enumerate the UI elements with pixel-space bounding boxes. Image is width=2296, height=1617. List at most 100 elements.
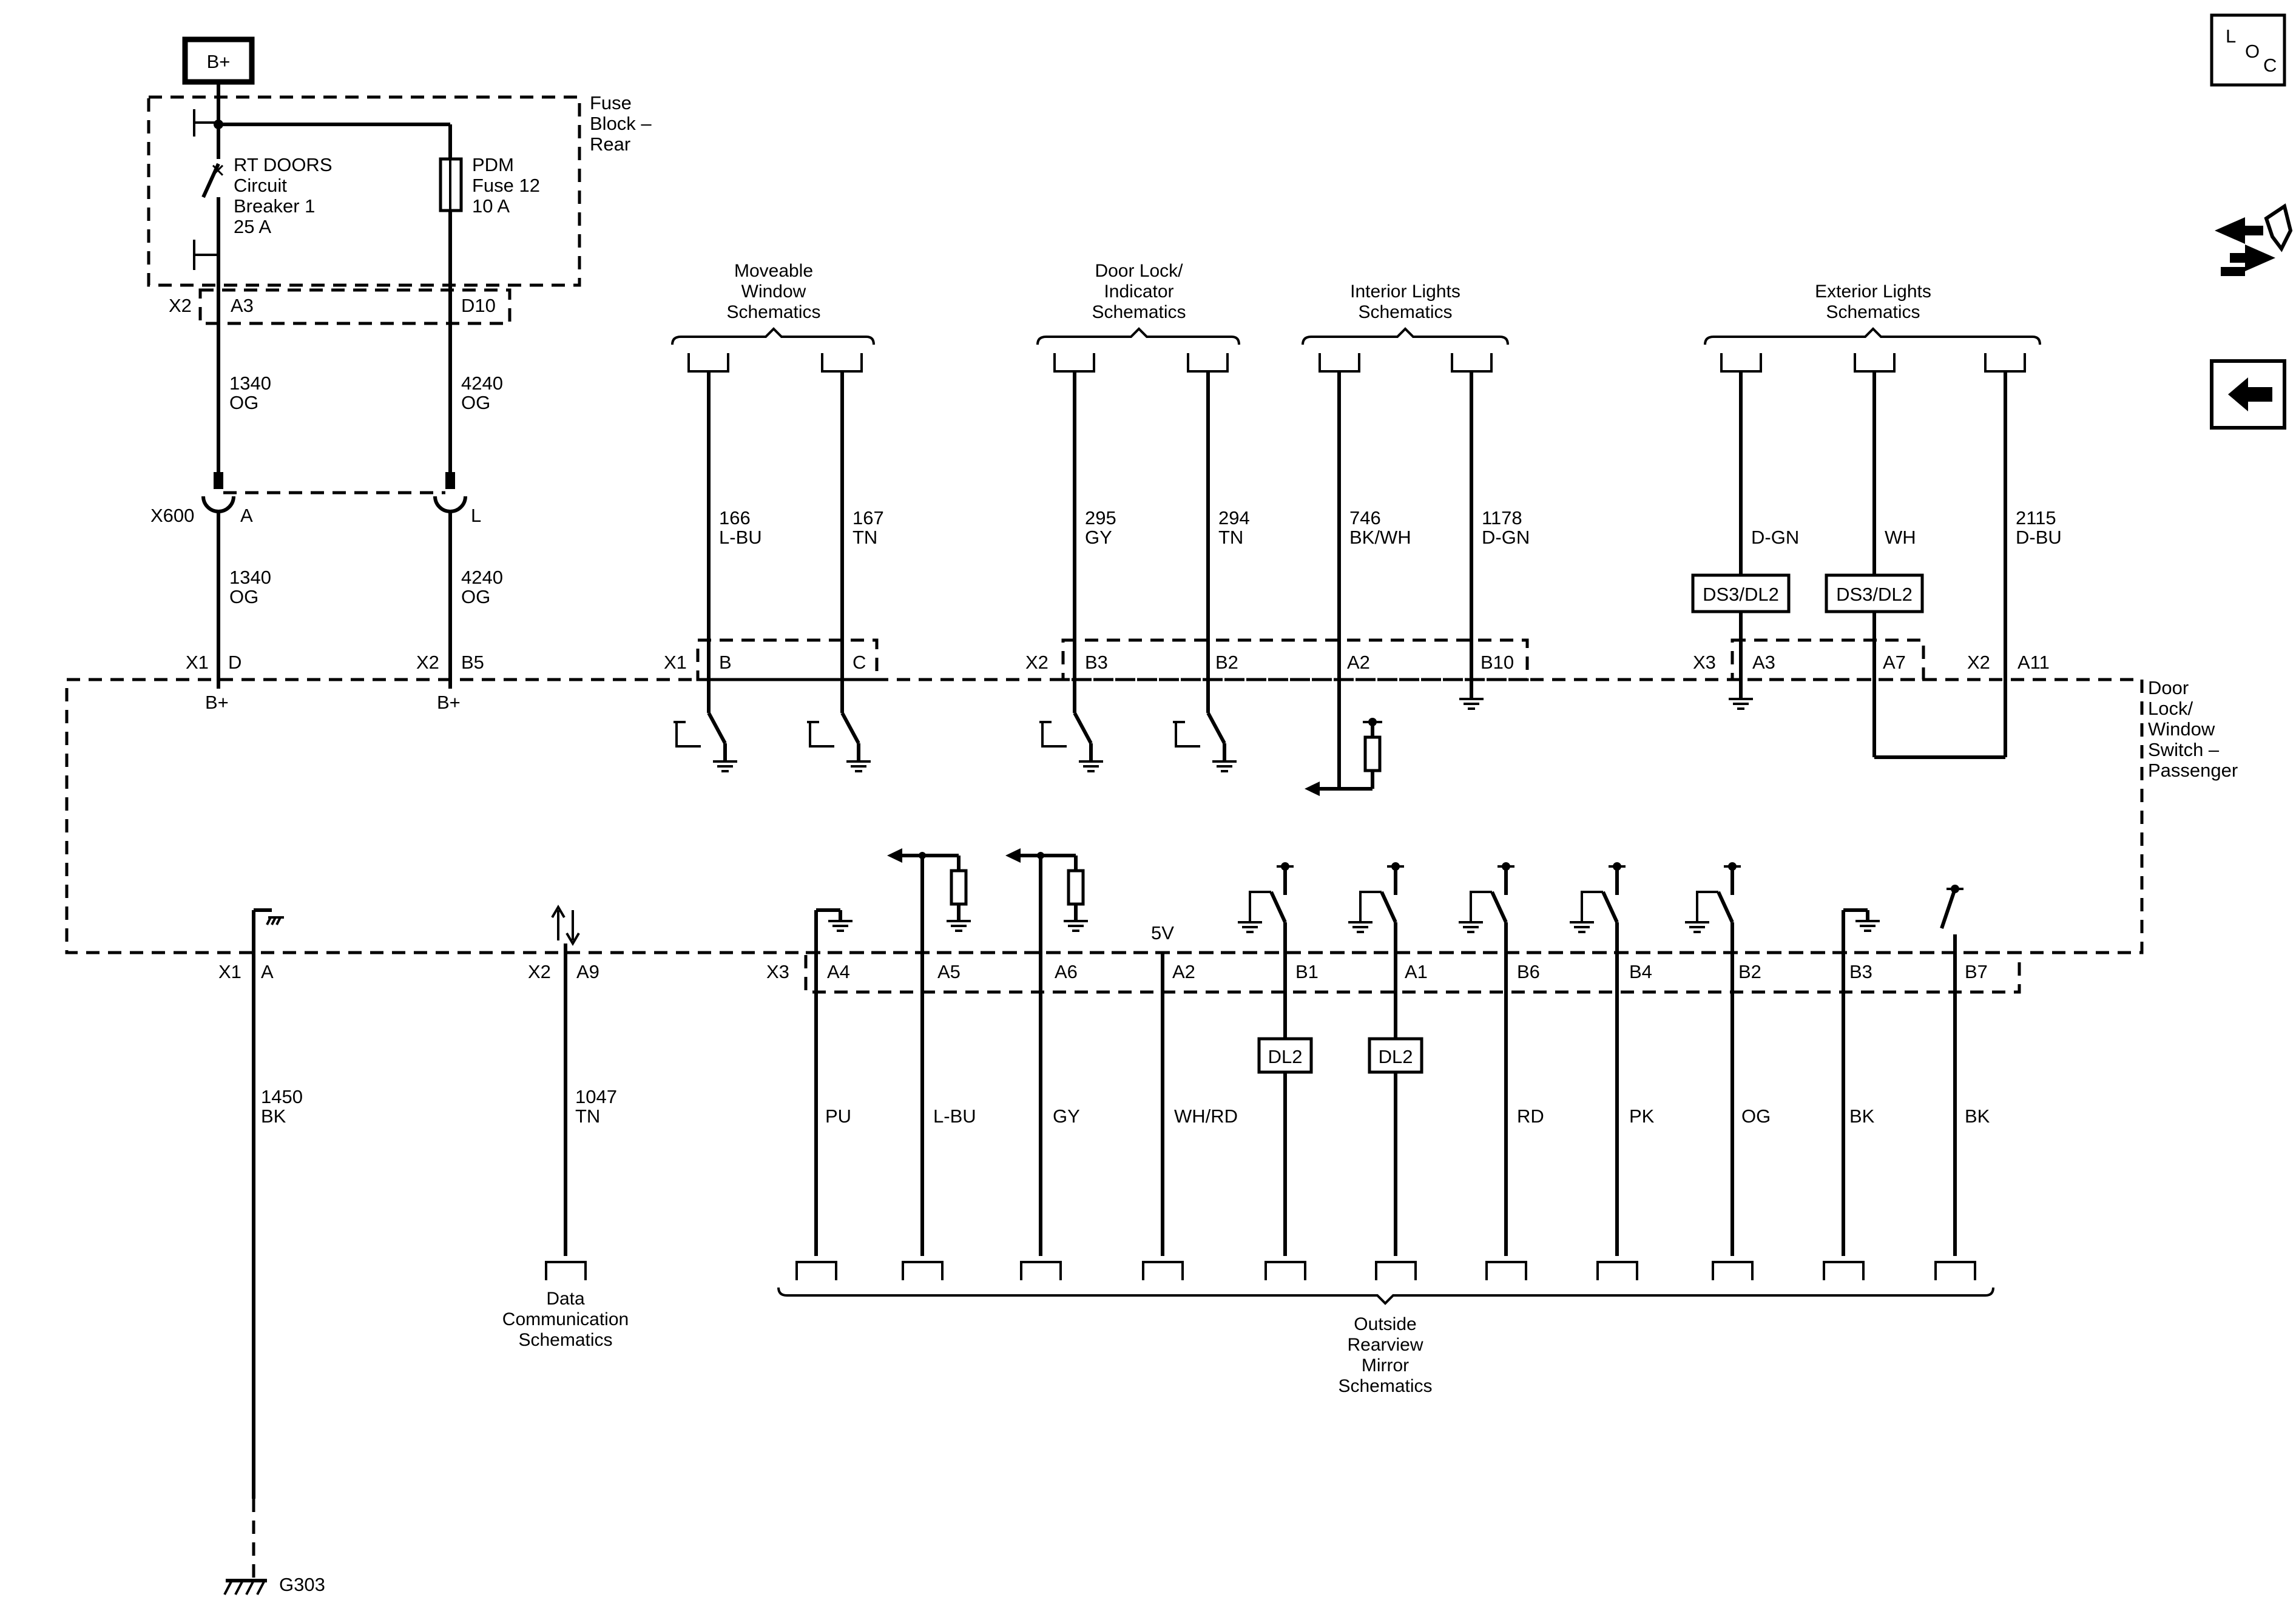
- pin-label: A11: [2017, 652, 2050, 673]
- ref-label: Schematics: [518, 1330, 612, 1350]
- power-label: B+: [205, 692, 229, 713]
- pin-label: D: [228, 652, 241, 673]
- wire-label: OG: [461, 586, 490, 607]
- wire-label: 167: [853, 507, 884, 528]
- ref-label: Outside: [1354, 1314, 1416, 1334]
- connector-end-view-icon[interactable]: [2215, 203, 2293, 276]
- pin-label: A1: [1405, 961, 1428, 982]
- wire-label: 2115: [2016, 507, 2056, 528]
- pin-label: A: [261, 961, 274, 982]
- pin-label: A5: [937, 961, 961, 982]
- module-name: Passenger: [2148, 760, 2238, 781]
- pin-label: L: [471, 505, 481, 526]
- schematic-ref-data-communication[interactable]: Data Communication Schematics: [502, 1289, 629, 1350]
- option-code: DS3/DL2: [1703, 584, 1779, 605]
- bottom-wire-labels: 1450 BK 1047 TN PU L-BU GY WH/RD RD PK O…: [261, 1086, 1990, 1127]
- pin-label: B3: [1085, 652, 1108, 673]
- pin-label: A9: [576, 961, 599, 982]
- module-name: Lock/: [2148, 698, 2193, 719]
- schematic-ref-door-lock[interactable]: Door Lock/ Indicator Schematics: [1036, 261, 1240, 345]
- wire-label: 1450: [261, 1086, 303, 1107]
- wire-label: GY: [1053, 1106, 1080, 1127]
- fuse-block-name: Block –: [590, 113, 652, 134]
- wire-label: 295: [1085, 507, 1116, 528]
- connector-label: X3: [1693, 652, 1716, 673]
- pin-label: B7: [1965, 961, 1988, 982]
- module-name: Switch –: [2148, 739, 2220, 760]
- ground-label: G303: [279, 1574, 325, 1595]
- back-arrow-icon[interactable]: [2210, 359, 2286, 430]
- component-location-icon[interactable]: L O C: [2210, 13, 2286, 87]
- pin-label: B1: [1295, 961, 1319, 982]
- wire-label: BK/WH: [1349, 527, 1411, 548]
- wire-label: TN: [575, 1106, 600, 1127]
- ref-label: Window: [741, 282, 806, 302]
- mirror-switch-b1: [1238, 862, 1294, 1256]
- power-label: B+: [437, 692, 461, 713]
- wire-label: D-GN: [1482, 527, 1530, 548]
- pin-label: C: [853, 652, 866, 673]
- fuse-label: PDM: [472, 154, 514, 175]
- fuse-block-name: Fuse: [590, 92, 632, 113]
- pin-label: A2: [1172, 961, 1195, 982]
- ref-label: Moveable: [734, 261, 813, 281]
- pin-label: A4: [827, 961, 850, 982]
- fuse-label: Fuse 12: [472, 175, 540, 196]
- wire-label: 1047: [575, 1086, 617, 1107]
- ref-label: Indicator: [1104, 282, 1173, 302]
- mirror-switch-a1: [1348, 862, 1404, 1256]
- mirror-switch-b4: [1570, 862, 1626, 1256]
- loc-letter: L: [2226, 25, 2236, 47]
- ref-label: Rearview: [1347, 1335, 1423, 1355]
- wire-label: D-BU: [2016, 527, 2062, 548]
- pin-label: A6: [1055, 961, 1078, 982]
- option-code: DL2: [1379, 1046, 1413, 1067]
- schematic-ref-outside-rearview-mirror[interactable]: Outside Rearview Mirror Schematics: [777, 1287, 1994, 1396]
- ref-label: Schematics: [726, 302, 820, 322]
- pin-label: B: [719, 652, 732, 673]
- internal-components-bottom: DL2 DL2: [252, 848, 1963, 1499]
- power-source: B+: [182, 36, 255, 85]
- wire-label: WH/RD: [1174, 1106, 1238, 1127]
- pin-label: A7: [1883, 652, 1906, 673]
- wire-label: OG: [461, 392, 490, 413]
- option-code: DS3/DL2: [1836, 584, 1913, 605]
- ref-label: Door Lock/: [1095, 261, 1183, 281]
- schematic-ref-exterior-lights[interactable]: Exterior Lights Schematics: [1704, 282, 2041, 345]
- top-terminals: [687, 353, 2026, 373]
- pin-label: B5: [461, 652, 484, 673]
- connector-label: X600: [150, 505, 194, 526]
- wire-label: 1340: [229, 567, 271, 588]
- wire-label: L-BU: [719, 527, 762, 548]
- fuse-block-rear: Fuse Block – Rear ✕ RT DOORS Circuit Bre…: [147, 82, 652, 325]
- pin-label: D10: [461, 295, 496, 316]
- wire-label: 1178: [1482, 507, 1522, 528]
- breaker-label: Breaker 1: [234, 195, 315, 217]
- bottom-terminals: [545, 1261, 1976, 1280]
- ref-label: Exterior Lights: [1815, 282, 1931, 302]
- wire-label: WH: [1885, 527, 1916, 548]
- connector-label: X2: [528, 961, 551, 982]
- fuse-block-name: Rear: [590, 133, 630, 155]
- ref-label: Schematics: [1338, 1376, 1432, 1396]
- ground-g303: G303: [223, 1499, 325, 1595]
- mirror-switch-b2: [1685, 862, 1741, 1256]
- power-source-label: B+: [207, 51, 231, 72]
- wire-label: 4240: [461, 567, 503, 588]
- wire-label: BK: [1849, 1106, 1875, 1127]
- schematic-ref-moveable-window[interactable]: Moveable Window Schematics: [671, 261, 875, 345]
- pin-label: A: [240, 505, 253, 526]
- connector-label: X2: [169, 295, 192, 316]
- schematic-ref-interior-lights[interactable]: Interior Lights Schematics: [1302, 282, 1509, 345]
- top-wires: 166 L-BU 167 TN 295 GY 294 TN 746 BK/WH …: [707, 371, 2062, 789]
- ref-label: Schematics: [1826, 302, 1920, 322]
- wire-label: D-GN: [1751, 527, 1799, 548]
- pin-label: B10: [1481, 652, 1514, 673]
- mirror-switch-b6: [1459, 862, 1514, 1256]
- pin-label: A2: [1347, 652, 1370, 673]
- module-name: Window: [2148, 718, 2215, 740]
- fuse-label: 10 A: [472, 195, 510, 217]
- ref-label: Interior Lights: [1350, 282, 1460, 302]
- internal-switches-top: [674, 692, 1753, 796]
